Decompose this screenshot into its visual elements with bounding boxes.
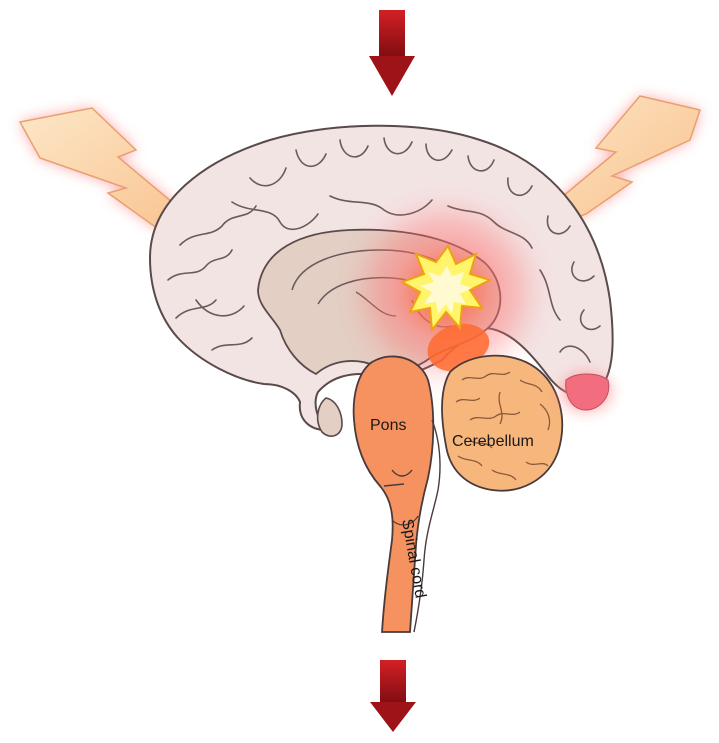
pituitary (318, 398, 342, 436)
down-arrow-icon-top (369, 10, 415, 96)
frontal-red-spot (560, 372, 612, 412)
cerebellum-label: Cerebellum (452, 433, 534, 450)
pons-label: Pons (370, 417, 406, 434)
down-arrow-icon-bottom (370, 660, 416, 732)
cerebellum (442, 356, 562, 491)
